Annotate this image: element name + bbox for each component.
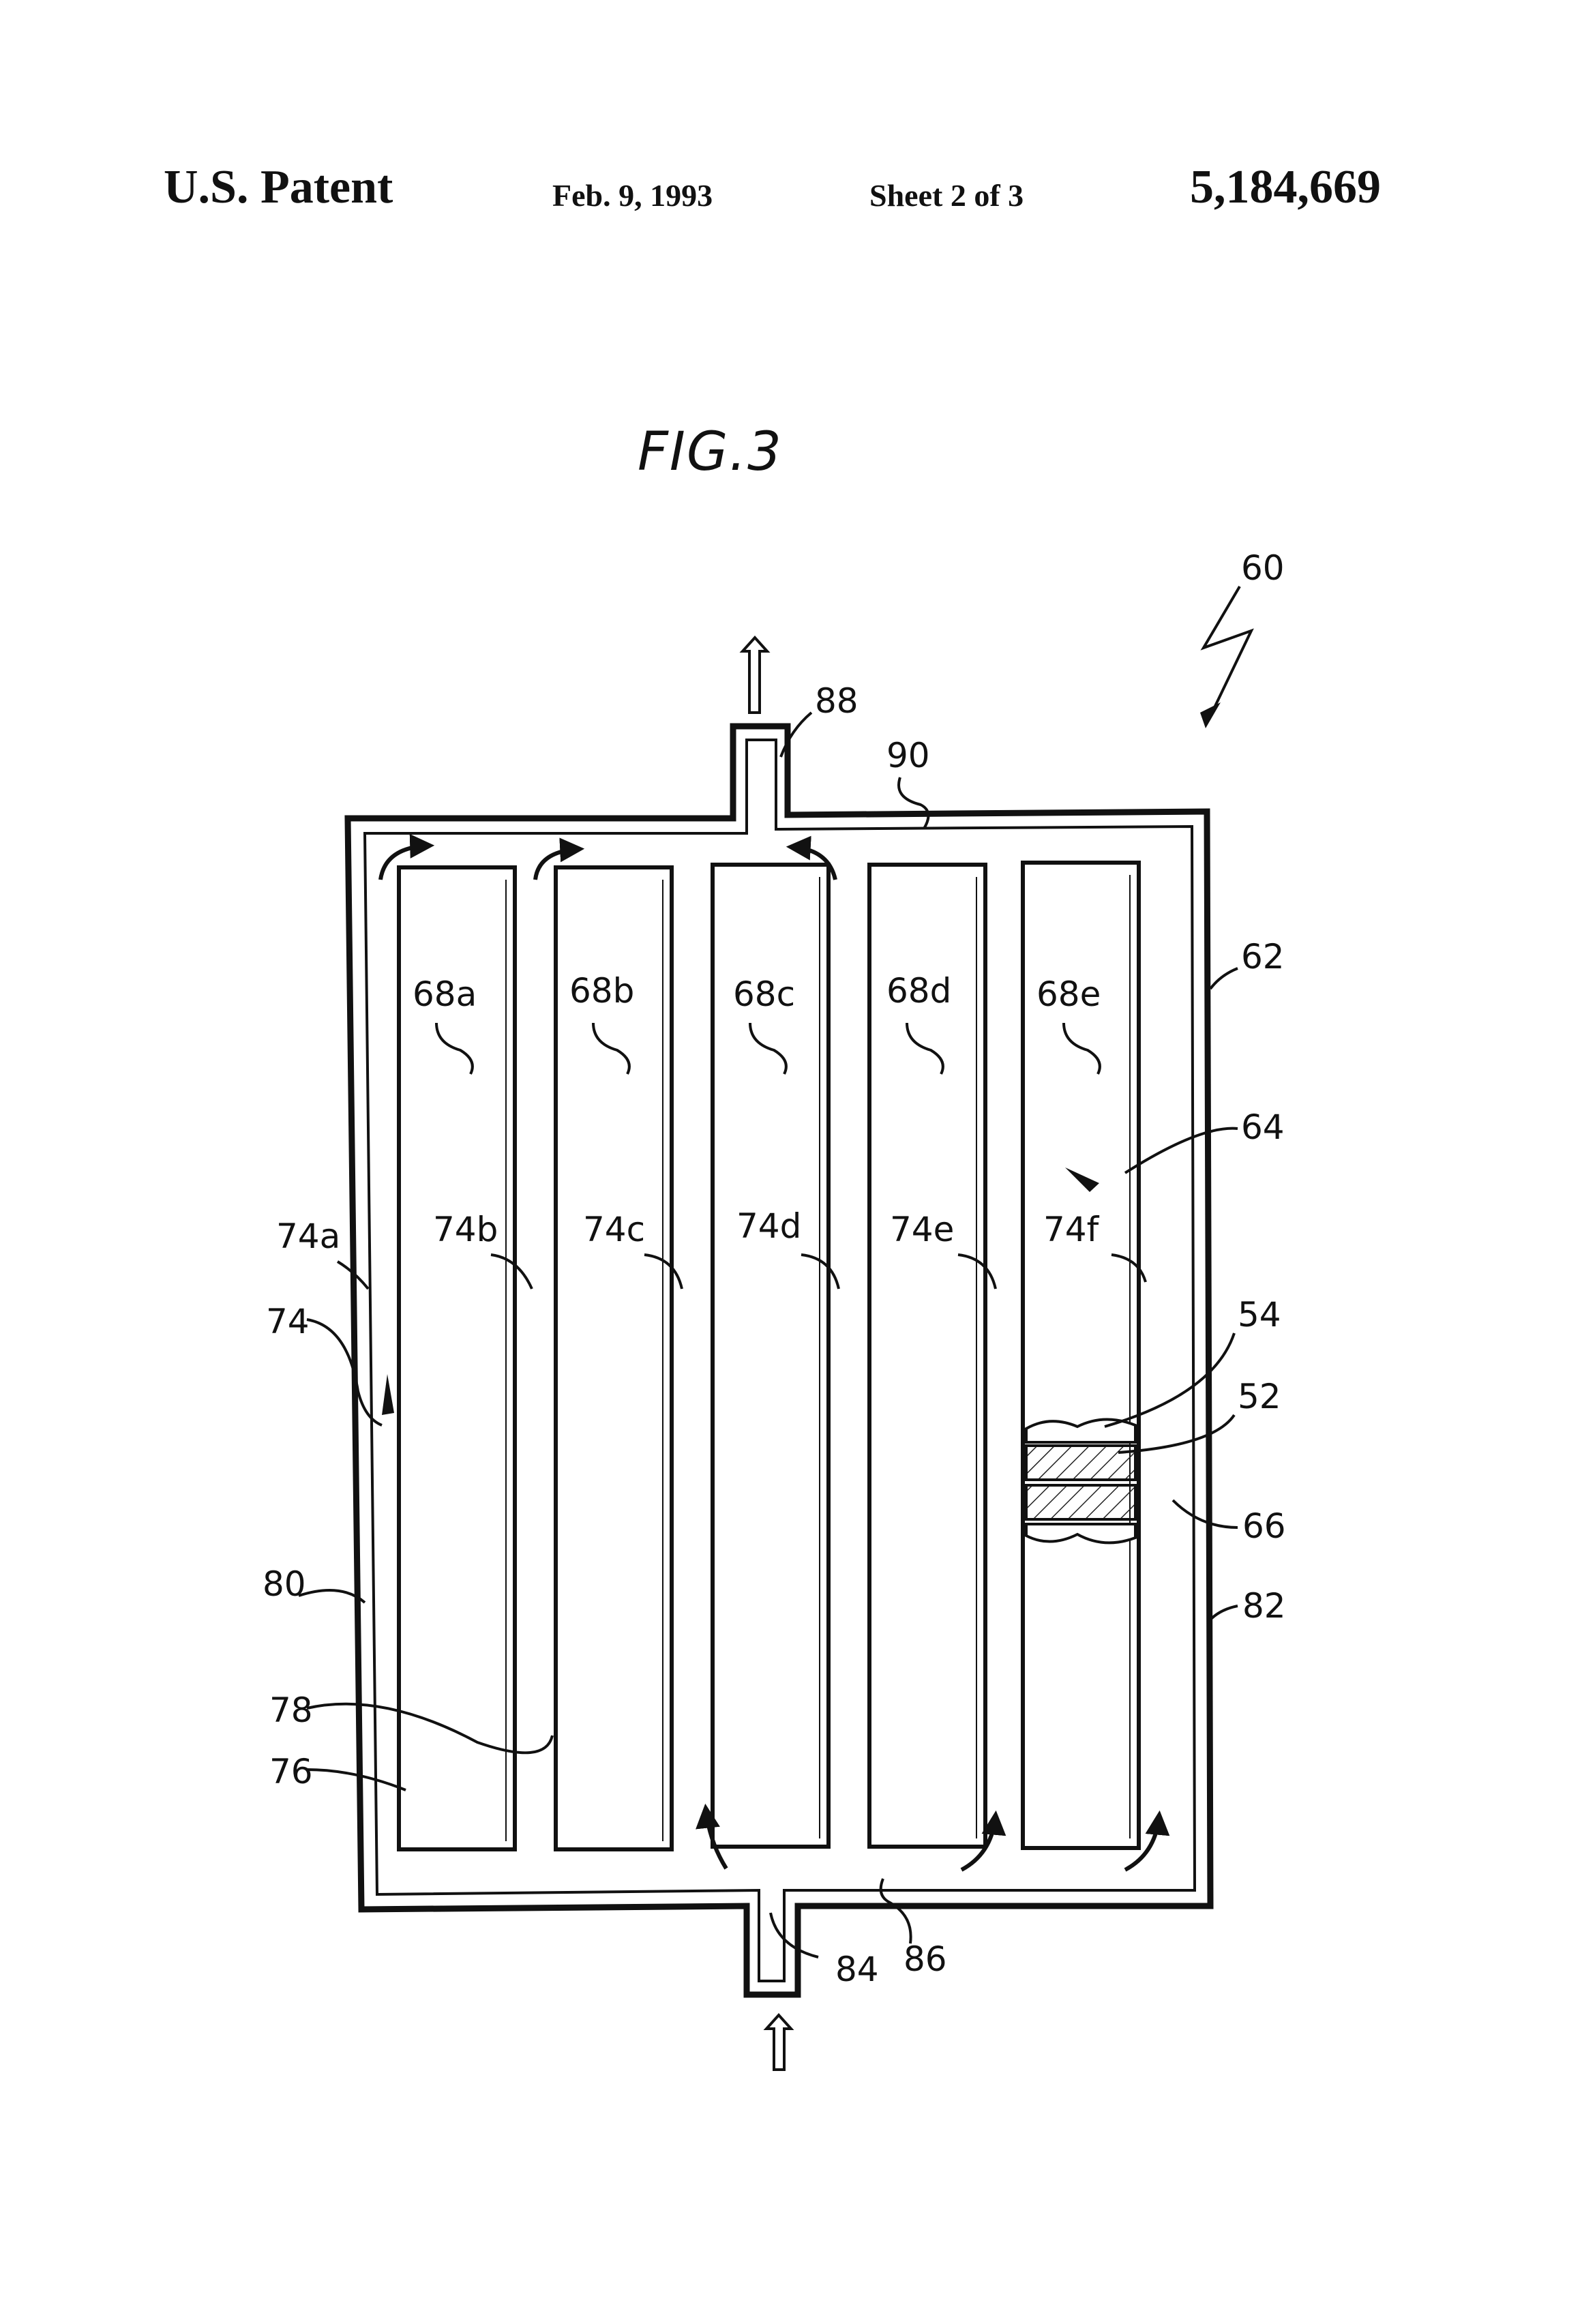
label-66: 66	[1242, 1506, 1286, 1546]
membrane-element-68d	[869, 865, 985, 1847]
membrane-cutaway	[1026, 1419, 1135, 1543]
outlet-flow-arrow	[743, 638, 767, 713]
label-88: 88	[815, 681, 859, 721]
label-90: 90	[886, 736, 930, 775]
label-74d: 74d	[736, 1206, 801, 1246]
label-74f: 74f	[1043, 1210, 1100, 1249]
inlet-flow-arrow	[766, 2015, 791, 2070]
label-68e: 68e	[1036, 974, 1101, 1014]
label-68c: 68c	[733, 974, 795, 1014]
label-76: 76	[269, 1752, 313, 1791]
label-74b: 74b	[433, 1210, 498, 1249]
label-86: 86	[904, 1939, 947, 1979]
label-68b: 68b	[569, 971, 634, 1011]
label-68a: 68a	[413, 974, 477, 1014]
label-84: 84	[835, 1950, 879, 1989]
label-74: 74	[266, 1302, 310, 1341]
label-60: 60	[1241, 548, 1285, 588]
label-68d: 68d	[886, 971, 951, 1011]
label-52: 52	[1238, 1377, 1281, 1416]
label-80: 80	[263, 1564, 306, 1604]
label-74e: 74e	[890, 1210, 954, 1249]
membrane-element-68b	[556, 867, 672, 1849]
label-74a: 74a	[276, 1217, 340, 1256]
leader-60	[1200, 586, 1251, 728]
label-78: 78	[269, 1690, 313, 1730]
label-82: 82	[1242, 1586, 1286, 1626]
label-74c: 74c	[583, 1210, 645, 1249]
membrane-element-68a	[399, 867, 515, 1849]
label-62: 62	[1241, 937, 1285, 977]
pointer-arrow-74	[382, 1374, 394, 1415]
label-64: 64	[1241, 1107, 1285, 1147]
label-54: 54	[1238, 1295, 1281, 1335]
